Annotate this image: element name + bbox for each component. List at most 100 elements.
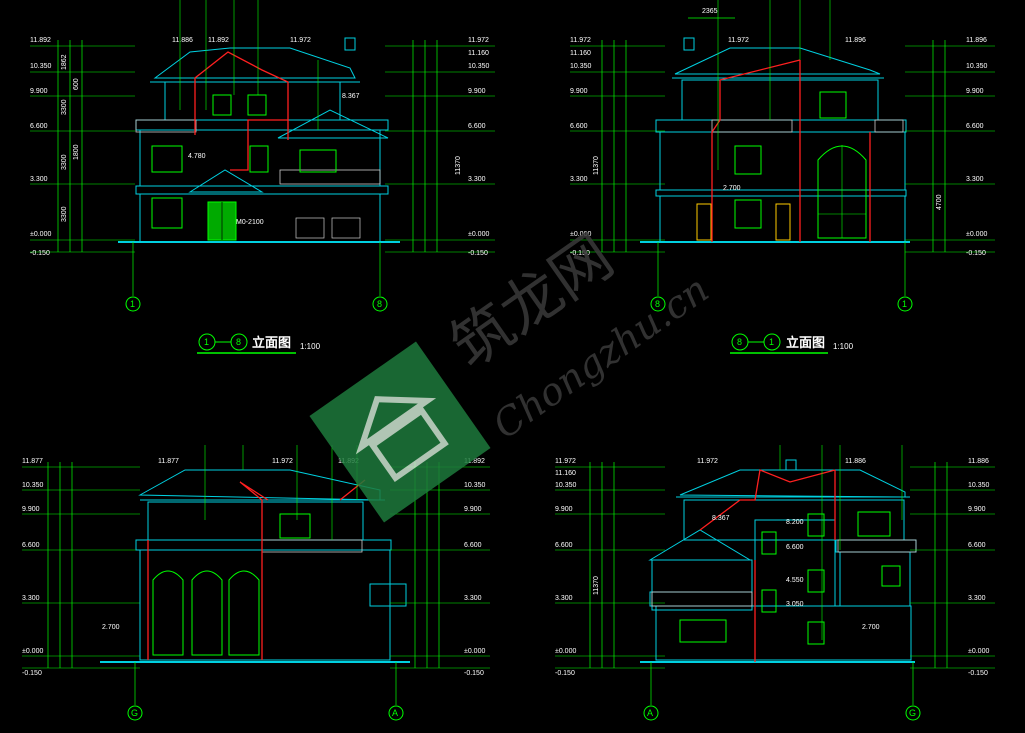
level-marks-right-4: 11.886 10.350 9.900 6.600 3.300 ±0.000 -… [910,458,995,677]
level-right-8: -0.150 [468,250,488,257]
roof-label-4: 8.367 [342,93,360,100]
grid-bubble-left [643,705,659,721]
grid-bubble-left [127,705,143,721]
dim-left-1: 1862 [61,54,68,70]
title-end: 8 [236,337,241,347]
total-dim: 11370 [593,156,600,175]
dim-left-2: 600 [73,78,80,90]
level-left-7: -0.150 [22,670,42,677]
building-1-8 [118,37,400,243]
elevation-a-g: 11.972 11.160 10.350 9.900 6.600 3.300 ±… [555,445,995,721]
door-note: M0-2100 [236,219,264,226]
top-dim: 2365 [702,8,718,15]
roof-label-8: 2.700 [862,624,880,631]
level-right-5: 3.300 [968,595,986,602]
level-left-2: 10.350 [30,63,52,70]
building-8-1 [640,37,910,243]
level-left-1: 11.972 [555,458,576,465]
level-right-7: -0.150 [966,250,986,257]
level-left-6: ±0.000 [22,648,43,655]
level-left-5: 6.600 [555,542,573,549]
level-left-3: 10.350 [555,482,577,489]
level-left-6: 3.300 [570,176,588,183]
level-marks-right: 11.972 11.160 10.350 9.900 6.600 3.300 ±… [385,37,495,257]
level-marks-right-2: 11.896 10.350 9.900 6.600 3.300 ±0.000 -… [905,37,995,257]
grid-label-right: G [909,708,916,718]
level-right-2: 10.350 [464,482,486,489]
title-scale: 1:100 [300,342,321,351]
level-right-1: 11.896 [966,37,987,44]
level-right-2: 10.350 [966,63,988,70]
total-dim: 11370 [593,576,600,595]
level-left-5: 3.300 [22,595,40,602]
level-marks-left-2: 11.972 11.160 10.350 9.900 6.600 3.300 ±… [570,37,665,257]
title-text: 立面图 [252,335,291,351]
dim-left-6: 3300 [61,206,68,222]
roof-label-1: 11.877 [158,458,179,465]
dim-left-3: 3300 [61,99,68,115]
grid-bubble-right [372,296,388,312]
level-left-1: 11.877 [22,458,43,465]
sheet-title-1-8: 1 8 立面图 1:100 [197,333,321,354]
house-logo [309,341,491,523]
level-left-3: 9.900 [22,506,40,513]
roof-label-5: 4.780 [188,153,206,160]
level-marks-left-4: 11.972 11.160 10.350 9.900 6.600 3.300 ±… [555,458,665,677]
level-left-3: 10.350 [570,63,592,70]
elevation-1-8: 11.892 10.350 9.900 6.600 3.300 ±0.000 -… [30,0,495,354]
level-right-7: -0.150 [968,670,988,677]
level-left-8: -0.150 [570,250,590,257]
level-right-4: 6.600 [464,542,482,549]
title-text: 立面图 [786,335,825,351]
roof-label-5: 6.600 [786,544,804,551]
level-right-1: 11.972 [468,37,489,44]
level-left-4: 6.600 [30,123,48,130]
roof-label-6: 4.550 [786,577,804,584]
roof-label-1: 11.972 [697,458,718,465]
grid-bubble-left [650,296,666,312]
level-left-5: 3.300 [30,176,48,183]
level-right-7: -0.150 [464,670,484,677]
level-right-6: 3.300 [468,176,486,183]
grid-bubble-right [897,296,913,312]
level-left-3: 9.900 [30,88,48,95]
roof-label-2: 11.896 [845,37,866,44]
level-right-5: 3.300 [966,176,984,183]
grid-bubble-left [125,296,141,312]
building-a-g [640,459,917,663]
roof-label-1: 11.972 [728,37,749,44]
building-g-a [100,469,410,663]
level-right-4: 6.600 [968,542,986,549]
watermark: 筑龙网 Chongzhu.cn [309,222,717,523]
level-right-5: 6.600 [468,123,486,130]
roof-label-1: 11.886 [172,37,193,44]
level-left-7: ±0.000 [570,231,591,238]
sheet-title-8-1: 8 1 立面图 1:100 [730,333,854,354]
level-left-8: -0.150 [555,670,575,677]
level-left-6: ±0.000 [30,231,51,238]
level-right-3: 9.900 [464,506,482,513]
right-total: 4700 [936,194,943,210]
dim-left-4: 1800 [73,144,80,160]
grid-label-right: A [392,708,398,718]
roof-label-4: 2.700 [102,624,120,631]
level-right-2: 10.350 [968,482,990,489]
dim-left-5: 3300 [61,154,68,170]
roof-label-7: 3.050 [786,601,804,608]
level-right-1: 11.892 [464,458,485,465]
level-left-4: 9.900 [570,88,588,95]
level-left-6: 3.300 [555,595,573,602]
grid-label-left: 8 [655,299,660,309]
grid-label-right: 1 [902,299,907,309]
roof-label-3: 2.700 [723,185,741,192]
level-left-7: -0.150 [30,250,50,257]
roof-label-3: 8.367 [712,515,730,522]
level-left-5: 6.600 [570,123,588,130]
grid-bubble-right [905,705,921,721]
level-right-3: 10.350 [468,63,490,70]
roof-label-2: 11.892 [208,37,229,44]
level-left-7: ±0.000 [555,648,576,655]
roof-label-4: 8.200 [786,519,804,526]
level-left-2: 11.160 [570,50,591,57]
